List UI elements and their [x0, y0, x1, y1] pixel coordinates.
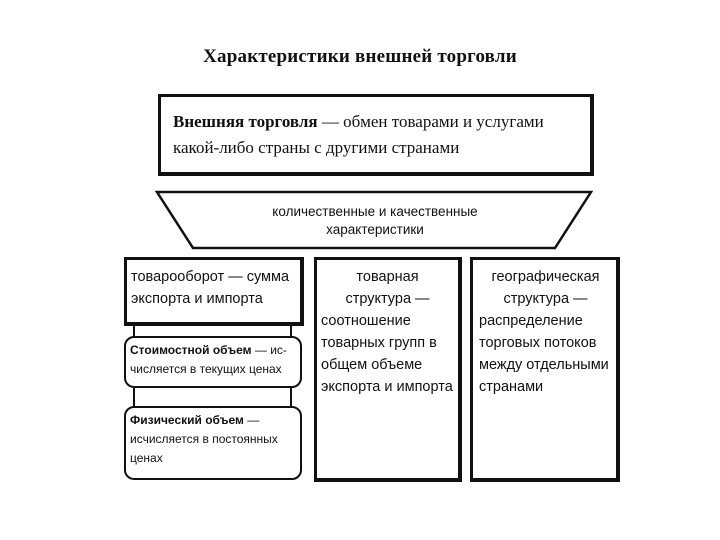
- trapezoid-shape: [155, 190, 594, 250]
- commodity-line-5: общем объеме: [321, 357, 423, 373]
- commodity-line-3: соотношение: [321, 313, 411, 329]
- physical-volume-title: Физический объем: [130, 413, 244, 427]
- value-volume-line-2: числяется в текущих ценах: [130, 362, 282, 376]
- connector-right-2a: [290, 388, 292, 406]
- definition-box: Внешняя торговля — обмен товарами и услу…: [158, 94, 594, 176]
- turnover-box: товарооборот — сумма экспорта и импорта: [124, 257, 304, 326]
- value-volume-box: Стоимостной объем — ис- числяется в теку…: [124, 336, 302, 388]
- definition-line-2: какой-либо страны с другими странами: [173, 138, 460, 157]
- definition-text-1: — обмен товарами и услугами: [317, 112, 544, 131]
- turnover-line-2: экспорта и импорта: [131, 291, 263, 307]
- commodity-line-1: товарная: [356, 269, 419, 285]
- turnover-line-1: товарооборот — сумма: [131, 269, 290, 285]
- geographic-line-5: между отдельными: [479, 357, 609, 373]
- characteristics-trapezoid: [155, 190, 594, 250]
- value-volume-line-1: Стоимостной объем — ис-: [130, 341, 296, 360]
- commodity-structure-box: товарная структура — соотношение товарны…: [314, 257, 462, 482]
- connector-left-1a: [133, 326, 135, 336]
- commodity-line-6: экспорта и импорта: [321, 379, 453, 395]
- commodity-line-4: товарных групп в: [321, 335, 437, 351]
- value-volume-title-rest: — ис-: [251, 343, 287, 357]
- physical-volume-box: Физический объем — исчисляется в постоян…: [124, 406, 302, 480]
- geographic-line-3: распределение: [479, 313, 583, 329]
- value-volume-title: Стоимостной объем: [130, 343, 252, 357]
- connector-right-1a: [290, 326, 292, 336]
- commodity-line-2: структура —: [345, 291, 430, 307]
- physical-volume-line-3: ценах: [130, 451, 163, 465]
- geographic-structure-box: географическая структура — распределение…: [470, 257, 620, 482]
- geographic-line-1: географическая: [491, 269, 600, 285]
- diagram-title: Характеристики внешней торговли: [203, 46, 517, 67]
- physical-volume-line-2: исчисляется в постоянных: [130, 432, 278, 446]
- connector-left-2a: [133, 388, 135, 406]
- characteristics-line-1: количественные и качественные: [272, 204, 478, 219]
- geographic-line-4: торговых потоков: [479, 335, 597, 351]
- physical-volume-line-1: Физический объем —: [130, 411, 296, 430]
- definition-line-1: Внешняя торговля — обмен товарами и услу…: [173, 109, 580, 135]
- characteristics-line-2: характеристики: [326, 222, 424, 237]
- physical-volume-title-rest: —: [243, 413, 260, 427]
- definition-term: Внешняя торговля: [173, 112, 318, 131]
- characteristics-label: количественные и качественные характерис…: [200, 203, 550, 239]
- geographic-line-6: странами: [479, 379, 544, 395]
- geographic-line-2: структура —: [503, 291, 588, 307]
